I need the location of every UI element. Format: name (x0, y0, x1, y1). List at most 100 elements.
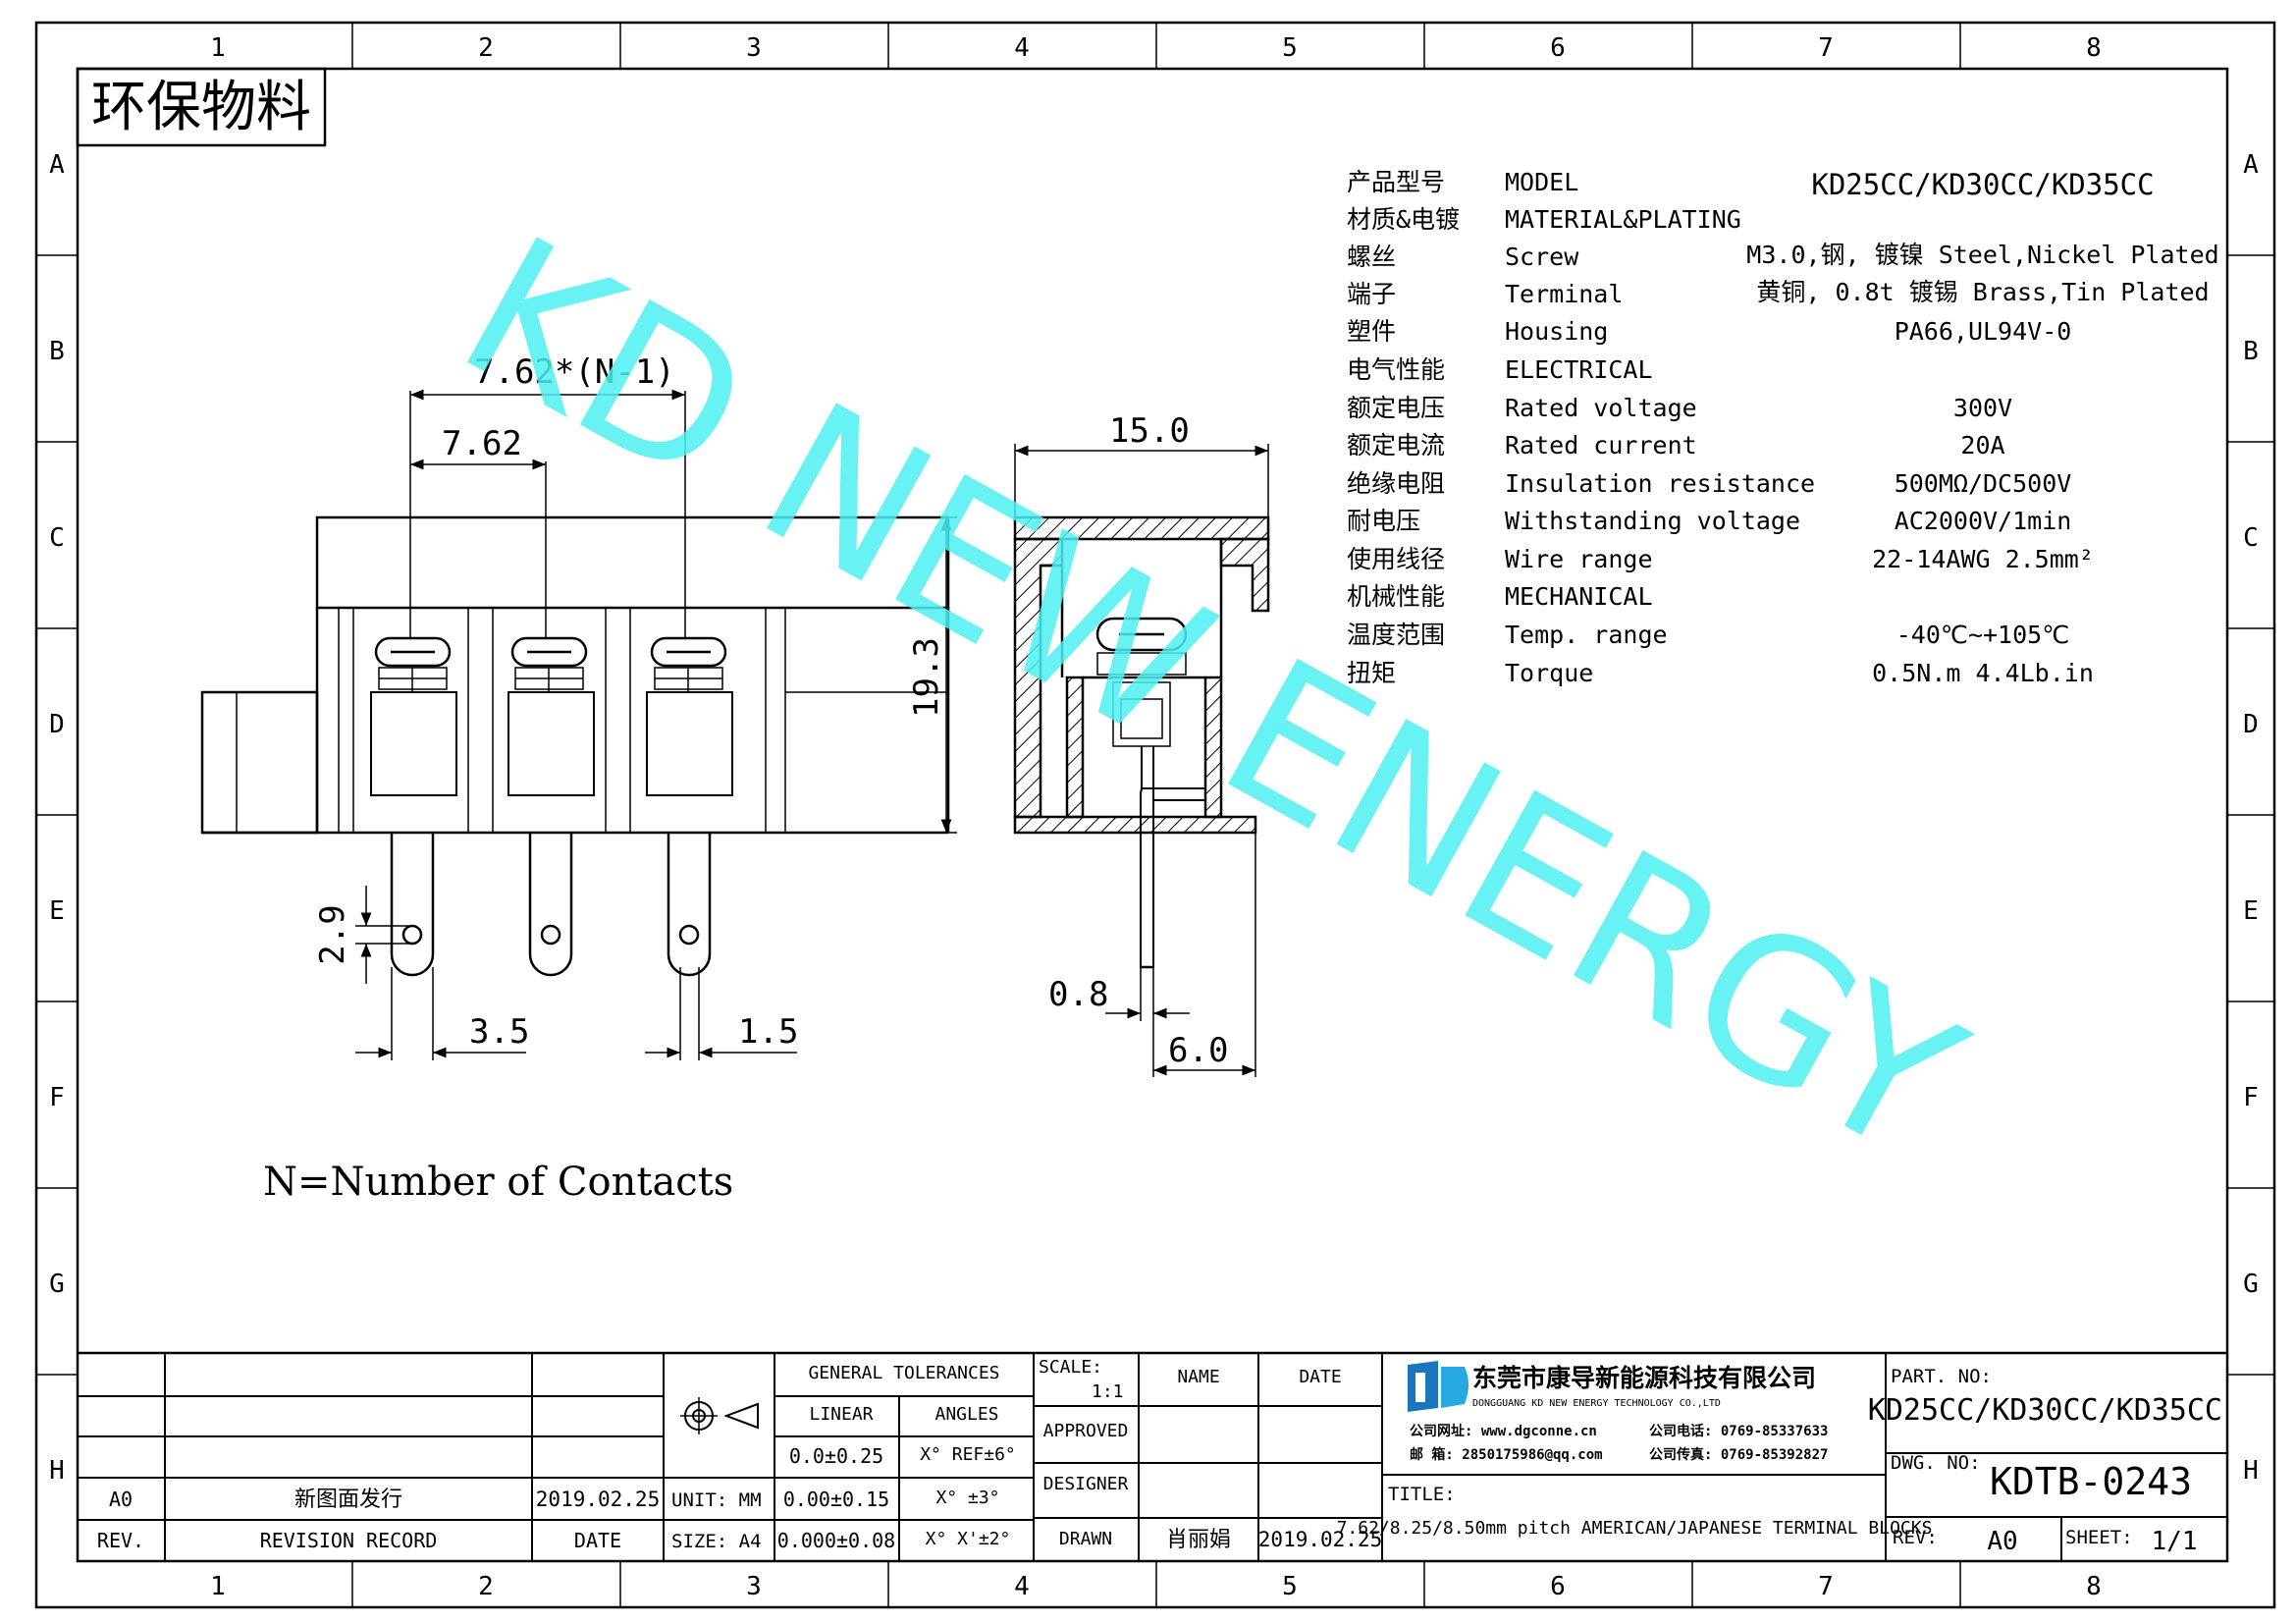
spec-en: Temp. range (1505, 621, 1668, 649)
column-label: 7 (1818, 33, 1834, 63)
spec-en: Rated current (1505, 431, 1697, 460)
revision-description: 新图面发行 (294, 1488, 402, 1512)
spec-cn: 材质&电镀 (1347, 205, 1460, 234)
spec-cn: 温度范围 (1347, 621, 1445, 649)
tolerance-linear: LINEAR (809, 1404, 873, 1425)
sheet-label: SHEET: (2065, 1527, 2133, 1548)
spec-en: ELECTRICAL (1505, 355, 1653, 384)
revision-header-record: REVISION RECORD (260, 1529, 438, 1552)
side-view (1013, 515, 1270, 969)
spec-value: 0.5N.m 4.4Lb.in (1872, 659, 2094, 687)
front-view (200, 515, 950, 977)
company-name-en: DONGGUANG KD NEW ENERGY TECHNOLOGY CO.,L… (1472, 1398, 1721, 1409)
approved-label: APPROVED (1043, 1421, 1129, 1441)
row-label: H (49, 1456, 65, 1486)
tolerance-ang-1: X° REF±6° (920, 1444, 1016, 1465)
side-view-dimension-text: 15.0 0.8 6.0 (1048, 411, 1228, 1070)
dim-pin-thickness: 0.8 (1048, 975, 1108, 1014)
row-label: D (49, 710, 65, 739)
spec-en: Screw (1505, 243, 1579, 271)
sheet-value: 1/1 (2152, 1527, 2198, 1556)
spec-cn: 端子 (1347, 280, 1396, 308)
company-phone: 公司电话: 0769-85337633 (1649, 1423, 1828, 1439)
row-label: B (2243, 337, 2259, 366)
projection-symbol-icon (680, 1397, 759, 1434)
row-label: H (2243, 1456, 2259, 1486)
dim-hole: 2.9 (313, 904, 352, 964)
column-label: 3 (746, 1572, 762, 1601)
spec-en: Torque (1505, 659, 1593, 687)
title-label: TITLE: (1388, 1484, 1456, 1505)
dim-width: 15.0 (1109, 411, 1190, 451)
row-label: D (2243, 710, 2259, 739)
spec-table: 产品型号 MODEL KD25CC/KD30CC/KD35CC 材质&电镀 MA… (1347, 168, 2219, 687)
company-name-cn: 东莞市康导新能源科技有限公司 (1472, 1364, 1816, 1392)
spec-en: Withstanding voltage (1505, 507, 1800, 535)
column-label: 2 (478, 33, 494, 63)
name-header: NAME (1177, 1367, 1219, 1387)
size-label: SIZE: A4 (671, 1531, 762, 1552)
spec-en: MODEL (1505, 168, 1578, 196)
spec-en: Rated voltage (1505, 394, 1697, 422)
dim-pitch: 7.62 (442, 424, 522, 463)
drawn-date: 2019.02.25 (1258, 1528, 1382, 1551)
column-label: 3 (746, 33, 762, 63)
column-label: 7 (1818, 1572, 1834, 1601)
column-label: 6 (1550, 33, 1566, 63)
eco-material-badge: 环保物料 (76, 67, 327, 147)
column-label: 1 (210, 1572, 226, 1601)
row-label: A (2243, 150, 2259, 180)
spec-value: 300V (1953, 394, 2012, 422)
contact-2 (507, 636, 595, 796)
row-label: G (49, 1270, 65, 1299)
row-label: E (49, 896, 65, 926)
company-fax: 公司传真: 0769-85392827 (1649, 1446, 1828, 1463)
dim-pin-b: 1.5 (738, 1012, 798, 1052)
company-logo-icon (1408, 1361, 1468, 1412)
tolerance-header: GENERAL TOLERANCES (808, 1363, 999, 1383)
spec-cn: 螺丝 (1347, 243, 1396, 271)
contact-3 (646, 636, 733, 796)
column-label: 6 (1550, 1572, 1566, 1601)
column-label: 4 (1014, 1572, 1030, 1601)
spec-en: Terminal (1505, 280, 1623, 308)
row-label: F (2243, 1083, 2259, 1112)
spec-value: PA66,UL94V-0 (1895, 317, 2072, 346)
spec-value: M3.0,钢, 镀镍 Steel,Nickel Plated (1746, 241, 2218, 269)
column-label: 8 (2086, 33, 2102, 63)
side-view-dimensions (1014, 444, 1269, 1077)
spec-en: MATERIAL&PLATING (1505, 205, 1741, 234)
scale-value: 1:1 (1092, 1381, 1124, 1402)
spec-cn: 机械性能 (1347, 582, 1445, 611)
part-no: KD25CC/KD30CC/KD35CC (1868, 1393, 2222, 1428)
row-label: C (2243, 523, 2259, 553)
spec-cn: 塑件 (1347, 317, 1396, 346)
tolerance-ang-2: X° ±3° (935, 1488, 999, 1508)
spec-value: -40℃~+105℃ (1896, 621, 2070, 649)
spec-cn: 额定电流 (1347, 431, 1445, 460)
dwg-no-label: DWG. NO: (1891, 1452, 1981, 1474)
spec-cn: 耐电压 (1347, 507, 1420, 535)
front-view-dimensions (355, 389, 957, 1060)
spec-cn: 使用线径 (1347, 545, 1445, 573)
spec-value: 黄铜, 0.8t 镀锡 Brass,Tin Plated (1756, 278, 2209, 306)
drawing-title: 7.62/8.25/8.50mm pitch AMERICAN/JAPANESE… (1337, 1518, 1933, 1539)
spec-en: Housing (1505, 317, 1608, 346)
title-block-lines (78, 1351, 2227, 1561)
row-label: F (49, 1083, 65, 1112)
rev-label: REV: (1893, 1527, 1938, 1548)
pins (390, 833, 712, 977)
revision-header-date: DATE (574, 1529, 621, 1552)
drawn-name: 肖丽娟 (1166, 1528, 1231, 1552)
date-header: DATE (1299, 1367, 1341, 1387)
tolerance-angles: ANGLES (934, 1404, 998, 1425)
column-label: 2 (478, 1572, 494, 1601)
svg-text:环保物料: 环保物料 (91, 76, 311, 139)
contact-1 (370, 636, 457, 796)
row-label: C (49, 523, 65, 553)
row-label: A (49, 150, 65, 180)
spec-en: MECHANICAL (1505, 582, 1653, 611)
dim-pin-a: 3.5 (469, 1012, 529, 1052)
dwg-no: KDTB-0243 (1990, 1460, 2192, 1503)
grid-labels: 1 2 3 4 5 6 7 8 1 2 3 4 5 6 7 8 A B C D … (49, 33, 2259, 1601)
